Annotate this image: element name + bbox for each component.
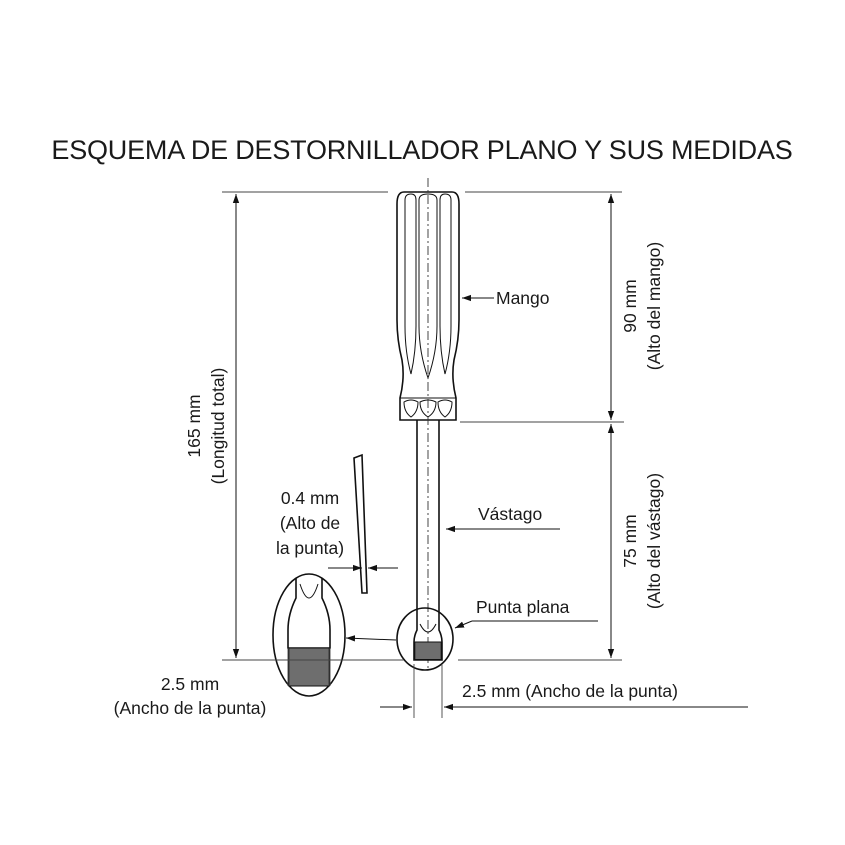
shaft-label: Vástago <box>478 504 542 524</box>
handle-collar-facet <box>403 399 419 418</box>
tip-width-main-label: 2.5 mm (Ancho de la punta) <box>462 681 678 701</box>
handle-flute <box>418 193 438 380</box>
tip-thickness-caption-2: la punta) <box>276 538 344 558</box>
handle-outline <box>396 191 460 421</box>
dimension-total-length <box>222 191 404 661</box>
total-length-caption: (Longitud total) <box>208 368 228 485</box>
tip-thickness-caption-1: (Alto de <box>280 513 340 533</box>
tip-highlight-ellipse <box>396 607 454 671</box>
shaft-height-caption: (Alto del vástago) <box>644 473 664 609</box>
handle-height-value: 90 mm <box>620 279 640 332</box>
handle-flute <box>404 193 417 375</box>
handle-height-caption: (Alto del mango) <box>644 242 664 370</box>
handle-label: Mango <box>496 288 550 308</box>
shaft <box>416 420 440 622</box>
tip-detail-fill <box>288 647 330 687</box>
flat-tip <box>413 622 443 661</box>
handle-flute <box>439 193 452 375</box>
detail-pointer-arrow <box>345 635 397 642</box>
page-title: ESQUEMA DE DESTORNILLADOR PLANO Y SUS ME… <box>51 135 792 165</box>
tip-side-view <box>328 453 398 594</box>
tip-width-detail-value: 2.5 mm <box>161 674 219 694</box>
handle <box>396 191 460 421</box>
dimension-shaft-height <box>458 424 622 661</box>
dimension-handle-height <box>460 191 624 423</box>
tip-thickness-value: 0.4 mm <box>281 488 339 508</box>
total-length-value: 165 mm <box>184 394 204 457</box>
shaft-height-value: 75 mm <box>620 514 640 567</box>
dimension-tip-width-main <box>380 664 748 718</box>
tip-detail-ellipse <box>272 573 346 697</box>
tip-detail <box>272 573 346 697</box>
tip-label: Punta plana <box>476 597 570 617</box>
tip-width-detail-caption: (Ancho de la punta) <box>114 698 267 718</box>
handle-collar-facet <box>437 399 453 418</box>
